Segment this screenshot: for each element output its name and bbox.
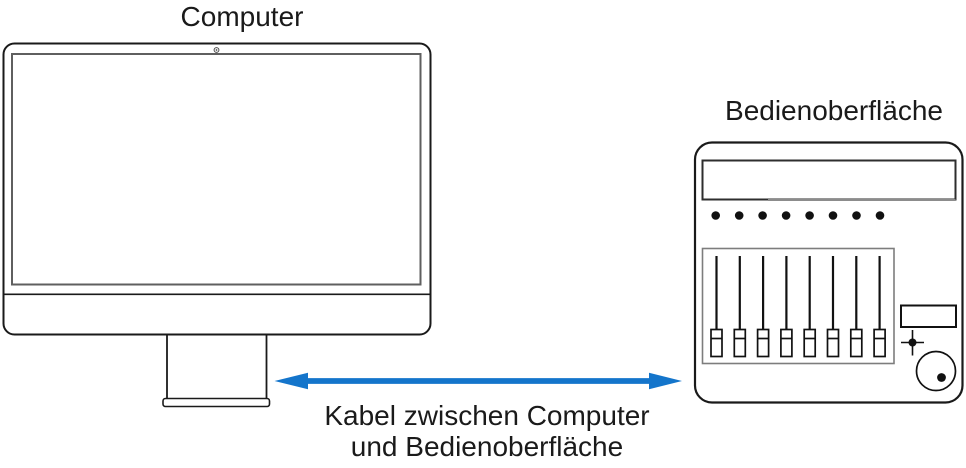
knob-dot <box>852 211 861 220</box>
camera-dot-icon <box>215 49 218 51</box>
cable-label-line1: Kabel zwischen Computer <box>324 400 650 431</box>
fader <box>710 256 723 358</box>
fader-cap <box>733 328 747 358</box>
fader-cap <box>756 328 770 358</box>
fader-cap <box>780 328 793 358</box>
surface-display <box>701 159 957 201</box>
stand-base <box>162 397 271 408</box>
fader-cap <box>710 328 723 358</box>
jog-wheel-ring <box>915 350 957 392</box>
jog-wheel <box>915 350 957 392</box>
crosshair-dot <box>908 338 917 347</box>
small-display <box>900 304 957 328</box>
fader <box>780 256 793 358</box>
fader-cap <box>826 328 840 358</box>
knob-row <box>711 211 885 220</box>
fader-cap <box>803 328 817 358</box>
monitor-screen <box>11 53 422 286</box>
camera-icon <box>213 47 220 53</box>
knob-dot <box>781 211 791 220</box>
fader <box>733 256 747 358</box>
fader <box>873 256 886 358</box>
knob-dot <box>875 211 885 220</box>
knob-dot <box>711 211 720 220</box>
knob-dot <box>734 211 744 220</box>
fader-panel <box>701 247 895 365</box>
computer-label: Computer <box>180 1 304 32</box>
control-surface-label: Bedienoberfläche <box>725 95 943 126</box>
fader-cap <box>873 328 886 358</box>
fader-cap <box>849 328 863 358</box>
cable-label-line2: und Bedienoberfläche <box>350 431 624 462</box>
fader <box>849 256 863 358</box>
fader <box>826 256 840 358</box>
control-surface-illustration <box>693 141 964 404</box>
computer-illustration <box>2 42 432 408</box>
fader <box>756 256 770 358</box>
jog-wheel-dot <box>937 373 946 382</box>
monitor-stand <box>162 335 271 408</box>
cable-arrow <box>274 372 682 390</box>
fader <box>803 256 817 358</box>
cable-label: Kabel zwischen Computer und Bedienoberfl… <box>287 400 687 462</box>
knob-dot <box>805 211 814 220</box>
crosshair-icon <box>901 330 924 356</box>
knob-dot <box>758 211 767 220</box>
fader-bank <box>710 256 886 358</box>
knob-dot <box>828 211 838 220</box>
